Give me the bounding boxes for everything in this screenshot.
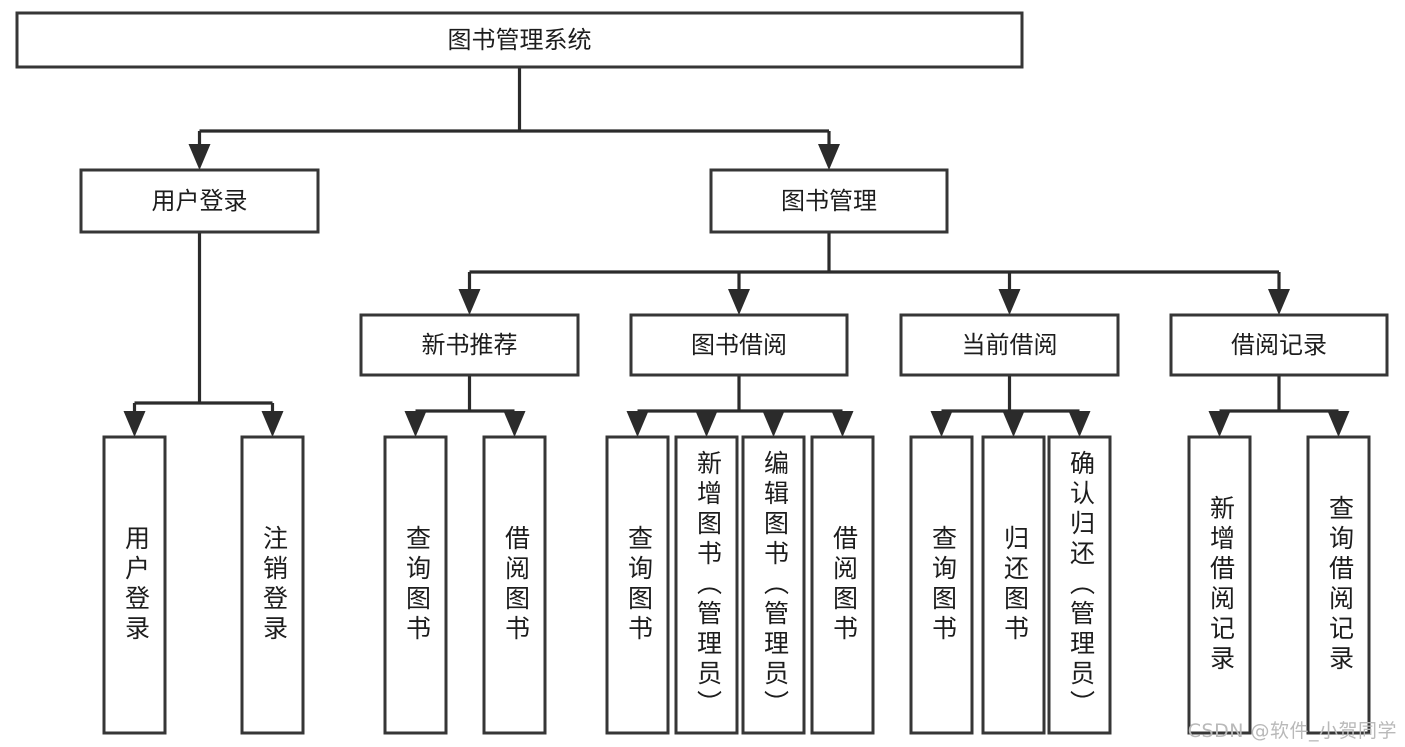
arrow-head-icon <box>503 411 526 437</box>
node-leaf[interactable]: 归还图书 <box>981 435 1046 735</box>
arrow-head-icon <box>818 144 840 170</box>
node-leaf[interactable]: 用户登录 <box>102 435 167 735</box>
node-label: 查询图书 <box>929 525 958 645</box>
arrow-head-icon <box>695 411 718 437</box>
node-leaf[interactable]: 注销登录 <box>240 435 305 735</box>
node-root[interactable]: 图书管理系统 <box>15 11 1024 69</box>
node-leaf[interactable]: 借阅图书 <box>482 435 547 735</box>
arrow-head-icon <box>188 144 211 170</box>
node-label: 图书管理 <box>781 187 877 215</box>
node-box <box>102 435 167 735</box>
node-label: 新增借阅记录 <box>1207 495 1236 675</box>
node-label: 查询借阅记录 <box>1326 495 1355 675</box>
arrow-head-icon <box>458 289 481 315</box>
node-box <box>741 435 806 735</box>
arrow-head-icon <box>930 411 953 437</box>
node-leaf[interactable]: 新增图书（管理员） <box>674 435 739 735</box>
node-label: 确认归还（管理员） <box>1067 450 1096 720</box>
arrow-head-icon <box>998 289 1021 315</box>
node-box <box>1187 435 1252 735</box>
node-box <box>1047 435 1112 735</box>
node-box <box>359 313 580 377</box>
node-level3[interactable]: 图书借阅 <box>629 313 849 377</box>
node-leaf[interactable]: 查询图书 <box>605 435 670 735</box>
node-level3[interactable]: 新书推荐 <box>359 313 580 377</box>
arrow-head-icon <box>404 411 427 437</box>
node-box <box>482 435 547 735</box>
node-level2[interactable]: 图书管理 <box>709 168 949 234</box>
node-box <box>899 313 1120 377</box>
arrow-head-icon <box>123 411 146 437</box>
node-label: 用户登录 <box>152 187 248 215</box>
node-label: 注销登录 <box>260 525 289 645</box>
node-box <box>709 168 949 234</box>
arrow-head-icon <box>1268 289 1290 315</box>
node-leaf[interactable]: 查询图书 <box>909 435 974 735</box>
node-box <box>674 435 739 735</box>
node-leaf[interactable]: 确认归还（管理员） <box>1047 435 1112 735</box>
arrow-head-icon <box>1208 411 1231 437</box>
node-label: 查询图书 <box>403 525 432 645</box>
node-box <box>1306 435 1371 735</box>
arrow-head-icon <box>728 289 750 315</box>
node-box <box>629 313 849 377</box>
node-label: 图书管理系统 <box>448 26 592 54</box>
node-level3[interactable]: 当前借阅 <box>899 313 1120 377</box>
node-label: 新增图书（管理员） <box>694 450 723 720</box>
node-label: 新书推荐 <box>422 331 518 359</box>
arrow-head-icon <box>831 411 854 437</box>
connectors-layer <box>123 67 1350 437</box>
node-box <box>15 11 1024 69</box>
nodes-layer: 图书管理系统用户登录图书管理新书推荐图书借阅当前借阅借阅记录用户登录注销登录查询… <box>15 11 1389 735</box>
node-label: 编辑图书（管理员） <box>761 450 790 720</box>
node-label: 归还图书 <box>1001 525 1030 645</box>
node-box <box>1169 313 1389 377</box>
node-box <box>79 168 320 234</box>
node-box <box>909 435 974 735</box>
node-leaf[interactable]: 查询借阅记录 <box>1306 435 1371 735</box>
node-label: 当前借阅 <box>962 331 1058 359</box>
node-label: 借阅记录 <box>1231 331 1327 359</box>
node-label: 借阅图书 <box>502 525 531 645</box>
node-leaf[interactable]: 查询图书 <box>383 435 448 735</box>
node-label: 图书借阅 <box>691 331 787 359</box>
node-box <box>981 435 1046 735</box>
arrow-head-icon <box>1002 411 1025 437</box>
node-label: 用户登录 <box>122 525 151 645</box>
node-level2[interactable]: 用户登录 <box>79 168 320 234</box>
node-box <box>383 435 448 735</box>
node-leaf[interactable]: 借阅图书 <box>810 435 875 735</box>
node-box <box>810 435 875 735</box>
node-leaf[interactable]: 编辑图书（管理员） <box>741 435 806 735</box>
node-leaf[interactable]: 新增借阅记录 <box>1187 435 1252 735</box>
node-box <box>240 435 305 735</box>
arrow-head-icon <box>762 411 785 437</box>
arrow-head-icon <box>626 411 649 437</box>
node-box <box>605 435 670 735</box>
node-label: 查询图书 <box>625 525 654 645</box>
arrow-head-icon <box>261 411 284 437</box>
arrow-head-icon <box>1327 411 1350 437</box>
node-level3[interactable]: 借阅记录 <box>1169 313 1389 377</box>
csdn-watermark: CSDN @软件_小贺同学 <box>1187 720 1397 742</box>
arrow-head-icon <box>1068 411 1091 437</box>
node-label: 借阅图书 <box>830 525 859 645</box>
